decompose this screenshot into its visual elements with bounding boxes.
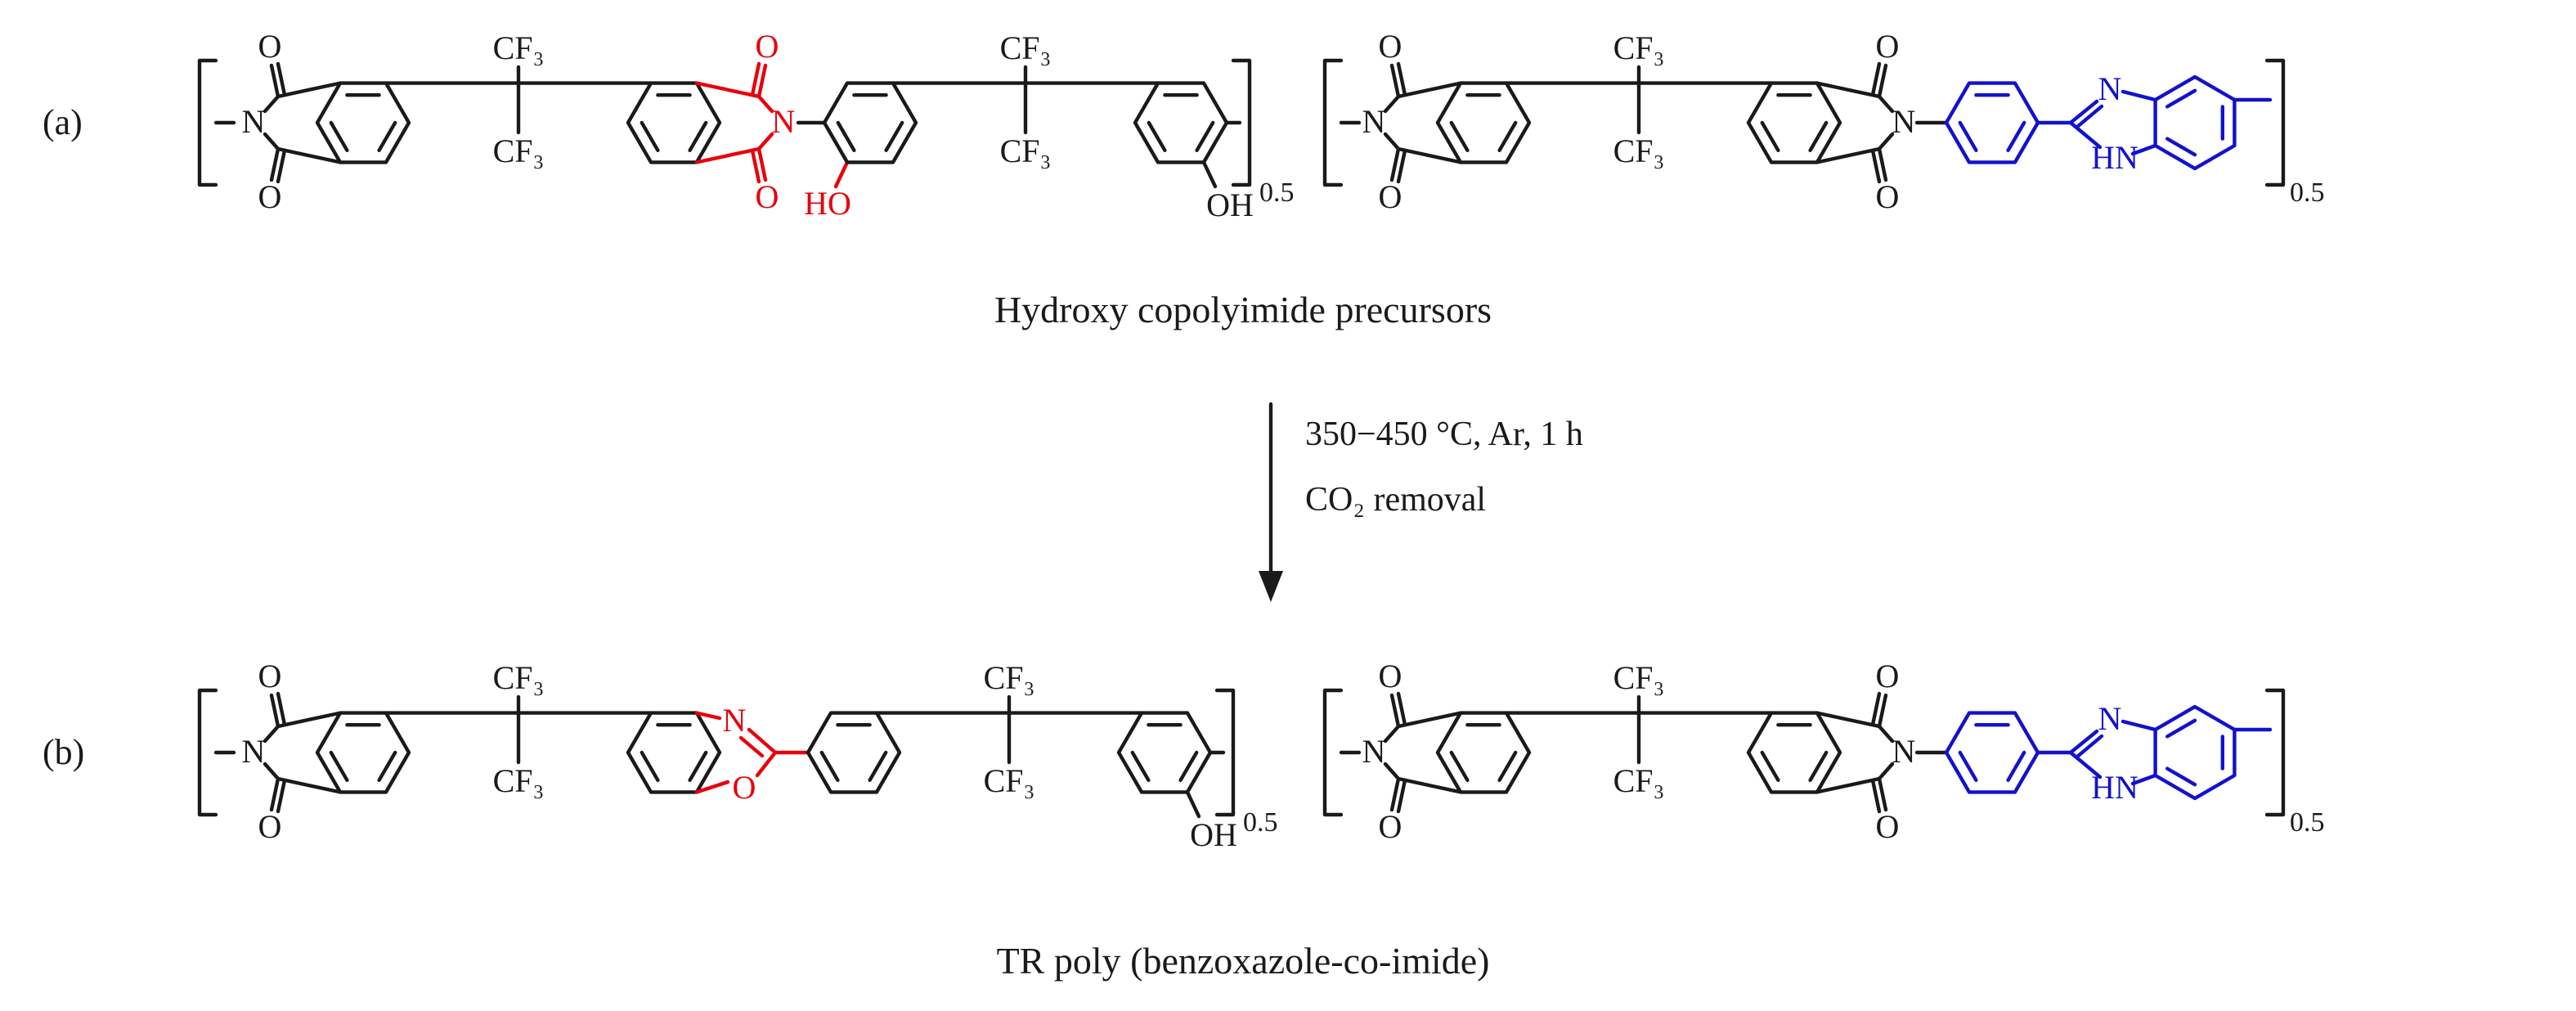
atom-label-nitrogen-red: N — [772, 103, 796, 140]
structure-caption-a: Hydroxy copolyimide precursors — [994, 289, 1492, 330]
hydroxyl-label: OH — [1206, 186, 1254, 223]
benzene-ring — [1135, 83, 1227, 163]
condition-line-2: CO₂ removal — [1305, 481, 1486, 519]
structure-caption-b: TR poly (benzoxazole-co-imide) — [997, 940, 1490, 982]
atom-label-nitrogen: N — [1892, 103, 1916, 140]
hydroxyl-bond — [1185, 790, 1201, 819]
atom-label-oxygen: O — [1876, 28, 1900, 65]
atom-label-oxygen-red: O — [756, 28, 779, 65]
repeat-ratio-label: 0.5 — [2290, 177, 2325, 208]
cf3-group-label: CF₃ — [493, 659, 545, 696]
panel-label-b: (b) — [43, 732, 84, 772]
structure-b: O O N CF₃ CF₃ N O CF₃ CF₃ OH 0.5 N O O C… — [200, 658, 2325, 853]
atom-label-nitrogen: N — [1892, 733, 1916, 770]
atom-label-oxygen: O — [1876, 658, 1900, 694]
cf3-group-label: CF₃ — [493, 29, 545, 66]
hydroxyl-label-red: HO — [804, 185, 851, 222]
atom-label-nitrogen-red: N — [723, 702, 747, 739]
atom-label-oxygen: O — [258, 658, 282, 694]
atom-label-oxygen: O — [1876, 808, 1900, 845]
cf3-group-label: CF₃ — [1000, 29, 1052, 66]
hydroxyl-bond — [833, 160, 850, 189]
atom-label-oxygen: O — [1379, 808, 1402, 845]
hydroxyl-label: OH — [1190, 816, 1237, 853]
left-imide-fragment — [200, 61, 720, 185]
cf3-group-label: CF₃ — [1613, 133, 1665, 169]
atom-label-oxygen: O — [258, 808, 282, 845]
structure-a: O O N CF₃ CF₃ O O N HO CF₃ CF₃ OH 0.5 N … — [200, 28, 2325, 223]
condition-line-1: 350−450 °C, Ar, 1 h — [1305, 416, 1583, 453]
hydroxyl-bond — [1201, 160, 1218, 189]
atom-label-nitrogen: N — [242, 103, 266, 140]
imide-benzimidazole-repeat-unit — [1325, 61, 2283, 185]
atom-label-oxygen: O — [1379, 178, 1402, 215]
cf3-group-label: CF₃ — [984, 659, 1035, 696]
cf3-group-label: CF₃ — [1000, 133, 1052, 169]
panel-label-a: (a) — [43, 102, 83, 142]
repeat-ratio-label: 0.5 — [1259, 177, 1295, 208]
cf3-group-label: CF₃ — [493, 133, 545, 169]
atom-label-oxygen-red: O — [733, 769, 756, 806]
benzene-ring — [808, 713, 900, 793]
atom-label-oxygen: O — [1379, 28, 1402, 65]
atom-label-oxygen: O — [1379, 658, 1402, 694]
arrow-head — [1259, 571, 1283, 602]
atom-label-nitrogen-blue: N — [2098, 700, 2122, 737]
atom-label-nitrogen: N — [1362, 103, 1386, 140]
atom-label-oxygen: O — [1876, 178, 1900, 215]
benzene-ring — [1119, 713, 1210, 793]
benzene-ring — [824, 83, 916, 163]
cf3-group-label: CF₃ — [493, 762, 545, 799]
reaction-arrow — [1259, 402, 1283, 602]
cf3-group-label: CF₃ — [1613, 659, 1665, 696]
cf3-group-label: CF₃ — [1613, 29, 1665, 66]
hexafluoroisopropylidene-bonds — [893, 67, 1158, 133]
atom-label-oxygen: O — [258, 28, 282, 65]
repeat-ratio-label: 0.5 — [2290, 807, 2325, 838]
atom-label-nitrogen: N — [1362, 733, 1386, 770]
hexafluoroisopropylidene-bonds — [877, 697, 1142, 762]
left-imide-fragment — [200, 690, 720, 815]
atom-label-oxygen: O — [258, 178, 282, 215]
hydroxy-imide-moiety-red — [697, 64, 850, 189]
atom-label-oxygen-red: O — [756, 178, 779, 215]
benzoxazole-moiety-red — [694, 711, 810, 794]
imide-benzimidazole-repeat-unit — [1325, 690, 2283, 815]
cf3-group-label: CF₃ — [984, 762, 1035, 799]
repeat-ratio-label: 0.5 — [1243, 807, 1278, 838]
benzoxazole-ring-bonds — [694, 711, 810, 794]
nh-label-blue: HN — [2091, 139, 2138, 176]
cf3-group-label: CF₃ — [1613, 762, 1665, 799]
nh-label-blue: HN — [2091, 769, 2138, 806]
atom-label-nitrogen-blue: N — [2098, 70, 2122, 107]
atom-label-nitrogen: N — [242, 733, 266, 770]
